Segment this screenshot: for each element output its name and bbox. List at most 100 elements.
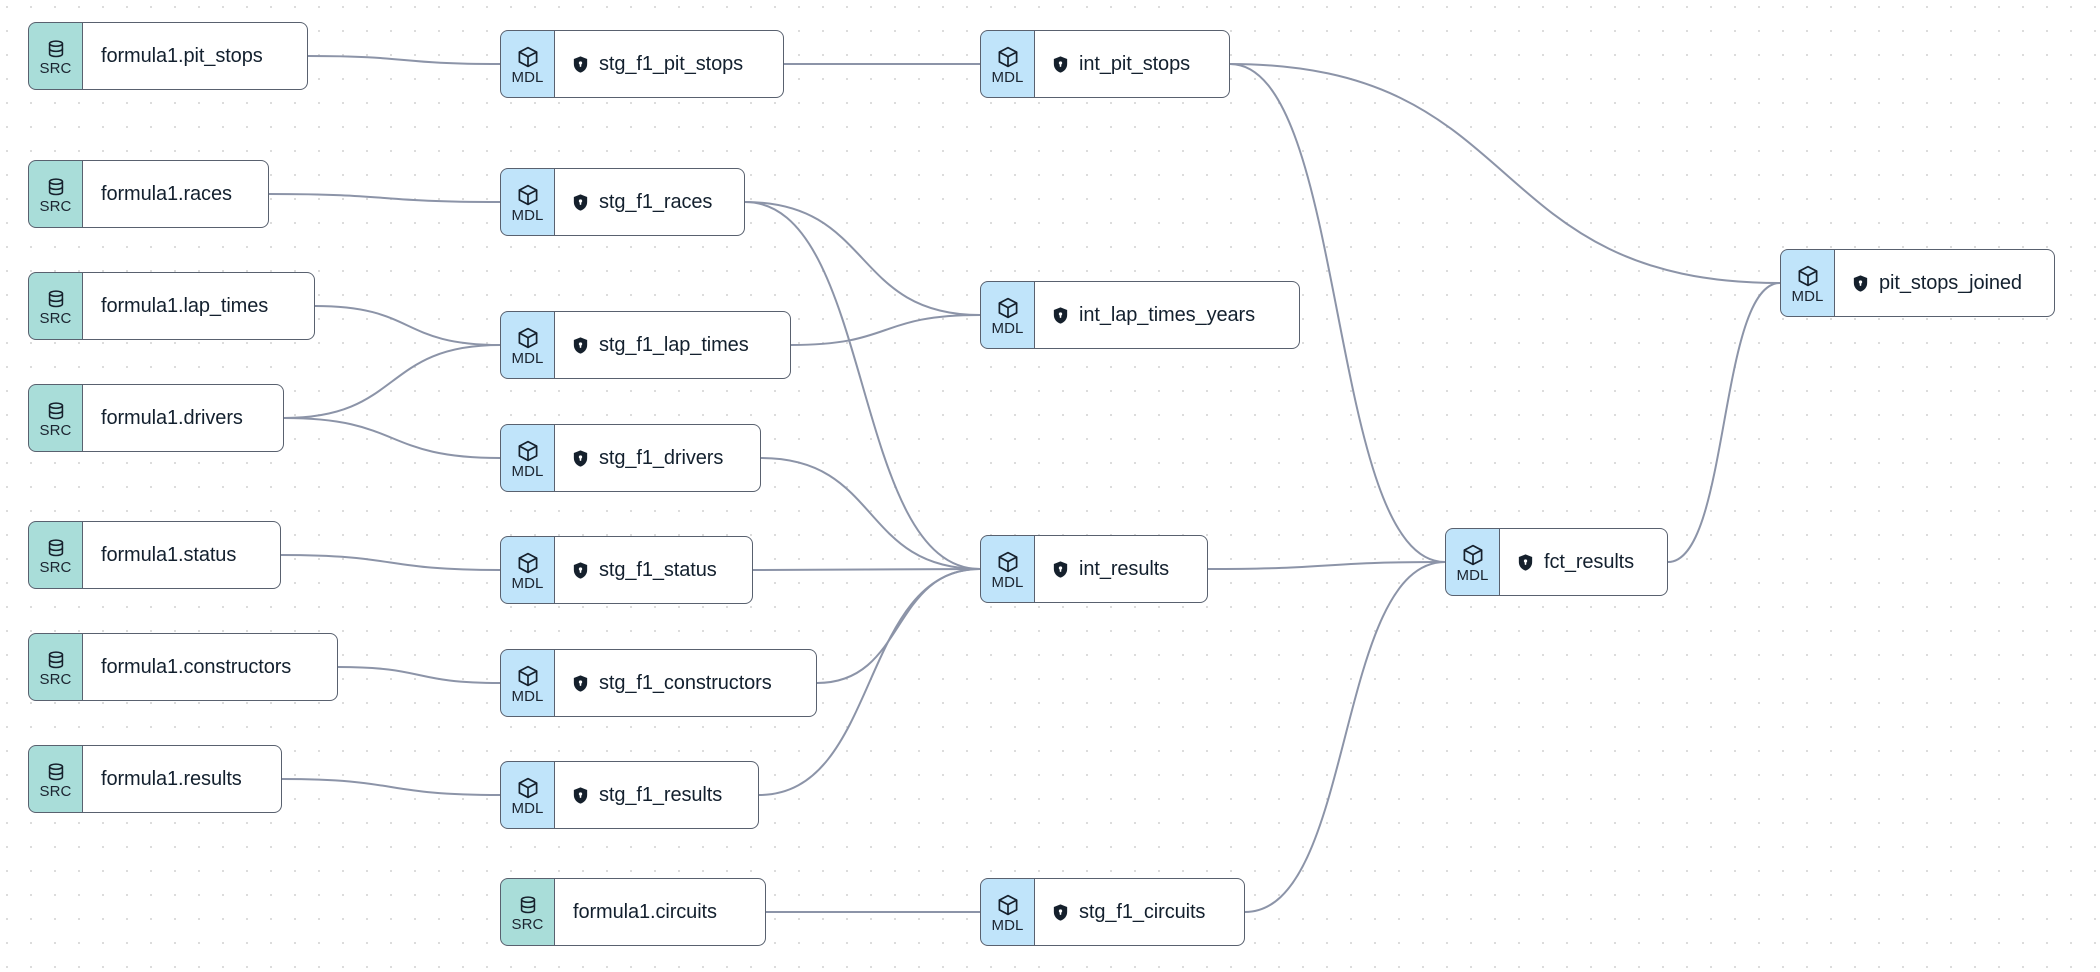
node-label: formula1.circuits [573, 900, 717, 923]
node-body[interactable]: int_pit_stops [1035, 30, 1230, 98]
edge-src_drivers-to-stg_lap_times [283, 344, 501, 419]
node-label: stg_f1_constructors [599, 671, 772, 694]
node-type-badge-mdl: MDL [980, 30, 1035, 98]
node-body[interactable]: formula1.status [83, 521, 281, 589]
node-body[interactable]: formula1.circuits [555, 878, 766, 946]
node-type-label: MDL [511, 463, 544, 480]
node-type-badge-mdl: MDL [500, 30, 555, 98]
graph-node-stg_constructors[interactable]: MDL stg_f1_constructors [500, 649, 817, 717]
node-type-label: SRC [39, 783, 72, 800]
database-icon [45, 761, 67, 783]
graph-node-int_lap_times_years[interactable]: MDL int_lap_times_years [980, 281, 1300, 349]
node-type-badge-mdl: MDL [1780, 249, 1835, 317]
node-type-badge-src: SRC [28, 521, 83, 589]
node-type-badge-src: SRC [28, 384, 83, 452]
edge-int_pit_stops-to-pit_stops_joined [1229, 63, 1781, 284]
node-type-label: MDL [511, 575, 544, 592]
node-body[interactable]: stg_f1_pit_stops [555, 30, 784, 98]
edge-stg_drivers-to-int_results [760, 457, 981, 570]
edge-src_constructors-to-stg_constructors [337, 666, 501, 684]
node-type-badge-mdl: MDL [980, 535, 1035, 603]
node-body[interactable]: stg_f1_status [555, 536, 753, 604]
node-body[interactable]: pit_stops_joined [1835, 249, 2055, 317]
node-type-badge-src: SRC [28, 633, 83, 701]
node-type-badge-src: SRC [28, 745, 83, 813]
node-type-badge-mdl: MDL [500, 761, 555, 829]
edge-fct_results-to-pit_stops_joined [1667, 282, 1781, 563]
node-type-label: SRC [39, 310, 72, 327]
edge-src_lap_times-to-stg_lap_times [314, 305, 501, 346]
shield-lock-icon [1051, 306, 1070, 325]
node-label: stg_f1_lap_times [599, 333, 749, 356]
cube-icon [516, 45, 540, 69]
graph-node-src_pit_stops[interactable]: SRC formula1.pit_stops [28, 22, 308, 90]
graph-node-stg_drivers[interactable]: MDL stg_f1_drivers [500, 424, 761, 492]
cube-icon [516, 664, 540, 688]
node-type-badge-mdl: MDL [500, 424, 555, 492]
graph-node-int_results[interactable]: MDL int_results [980, 535, 1208, 603]
graph-node-stg_pit_stops[interactable]: MDL stg_f1_pit_stops [500, 30, 784, 98]
shield-lock-icon [1851, 274, 1870, 293]
node-label: stg_f1_status [599, 558, 717, 581]
database-icon [45, 288, 67, 310]
shield-lock-icon [571, 786, 590, 805]
node-body[interactable]: fct_results [1500, 528, 1668, 596]
shield-lock-icon [571, 449, 590, 468]
node-body[interactable]: formula1.lap_times [83, 272, 315, 340]
edge-stg_races-to-int_lap_times_years [744, 201, 981, 316]
node-label: formula1.races [101, 182, 232, 205]
node-body[interactable]: stg_f1_races [555, 168, 745, 236]
graph-node-src_status[interactable]: SRC formula1.status [28, 521, 281, 589]
cube-icon [1461, 543, 1485, 567]
node-label: stg_f1_pit_stops [599, 52, 744, 75]
node-body[interactable]: int_lap_times_years [1035, 281, 1300, 349]
cube-icon [996, 296, 1020, 320]
graph-node-stg_circuits[interactable]: MDL stg_f1_circuits [980, 878, 1245, 946]
edge-stg_lap_times-to-int_lap_times_years [790, 314, 981, 346]
node-label: stg_f1_drivers [599, 446, 724, 469]
node-body[interactable]: formula1.races [83, 160, 269, 228]
node-label: formula1.lap_times [101, 294, 269, 317]
graph-node-pit_stops_joined[interactable]: MDL pit_stops_joined [1780, 249, 2055, 317]
database-icon [45, 537, 67, 559]
graph-node-src_results[interactable]: SRC formula1.results [28, 745, 282, 813]
shield-lock-icon [571, 561, 590, 580]
node-type-label: MDL [1791, 288, 1824, 305]
edge-stg_constructors-to-int_results [816, 568, 981, 684]
node-body[interactable]: stg_f1_results [555, 761, 759, 829]
node-label: int_pit_stops [1079, 52, 1190, 75]
graph-node-stg_status[interactable]: MDL stg_f1_status [500, 536, 753, 604]
node-body[interactable]: formula1.pit_stops [83, 22, 308, 90]
node-body[interactable]: stg_f1_constructors [555, 649, 817, 717]
node-type-badge-mdl: MDL [500, 649, 555, 717]
node-type-label: MDL [991, 917, 1024, 934]
node-type-label: SRC [39, 60, 72, 77]
node-body[interactable]: formula1.results [83, 745, 282, 813]
database-icon [517, 894, 539, 916]
node-label: formula1.drivers [101, 406, 243, 429]
graph-node-int_pit_stops[interactable]: MDL int_pit_stops [980, 30, 1230, 98]
cube-icon [1796, 264, 1820, 288]
node-body[interactable]: stg_f1_circuits [1035, 878, 1245, 946]
node-type-label: MDL [991, 320, 1024, 337]
node-type-label: SRC [39, 559, 72, 576]
node-body[interactable]: stg_f1_drivers [555, 424, 761, 492]
edge-stg_races-to-int_results [744, 201, 981, 570]
node-body[interactable]: formula1.drivers [83, 384, 284, 452]
graph-node-src_lap_times[interactable]: SRC formula1.lap_times [28, 272, 315, 340]
node-body[interactable]: formula1.constructors [83, 633, 338, 701]
node-body[interactable]: int_results [1035, 535, 1208, 603]
node-body[interactable]: stg_f1_lap_times [555, 311, 791, 379]
shield-lock-icon [571, 336, 590, 355]
node-type-label: MDL [991, 574, 1024, 591]
graph-node-src_drivers[interactable]: SRC formula1.drivers [28, 384, 284, 452]
